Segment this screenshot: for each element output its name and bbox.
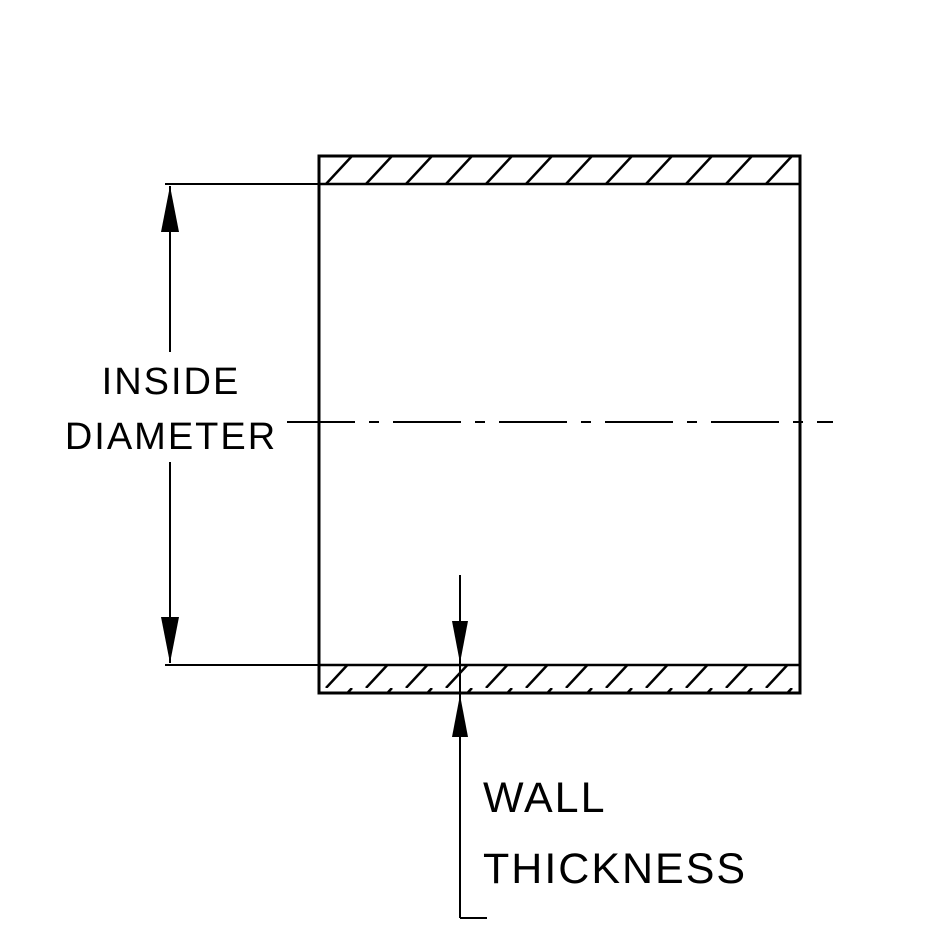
bottom-wall-hatching xyxy=(319,665,800,693)
top-wall-hatching xyxy=(319,156,800,184)
arrow-up-icon xyxy=(452,695,468,737)
tube-outline xyxy=(317,154,802,695)
inside-diameter-label-line1: INSIDE xyxy=(102,361,241,403)
wall-thickness-label-line1: WALL xyxy=(483,774,607,822)
arrow-up-icon xyxy=(161,186,179,232)
arrow-down-icon xyxy=(161,617,179,663)
arrow-down-icon xyxy=(452,621,468,663)
inside-diameter-label-line2: DIAMETER xyxy=(65,416,277,458)
wall-thickness-label-line2: THICKNESS xyxy=(483,845,747,893)
